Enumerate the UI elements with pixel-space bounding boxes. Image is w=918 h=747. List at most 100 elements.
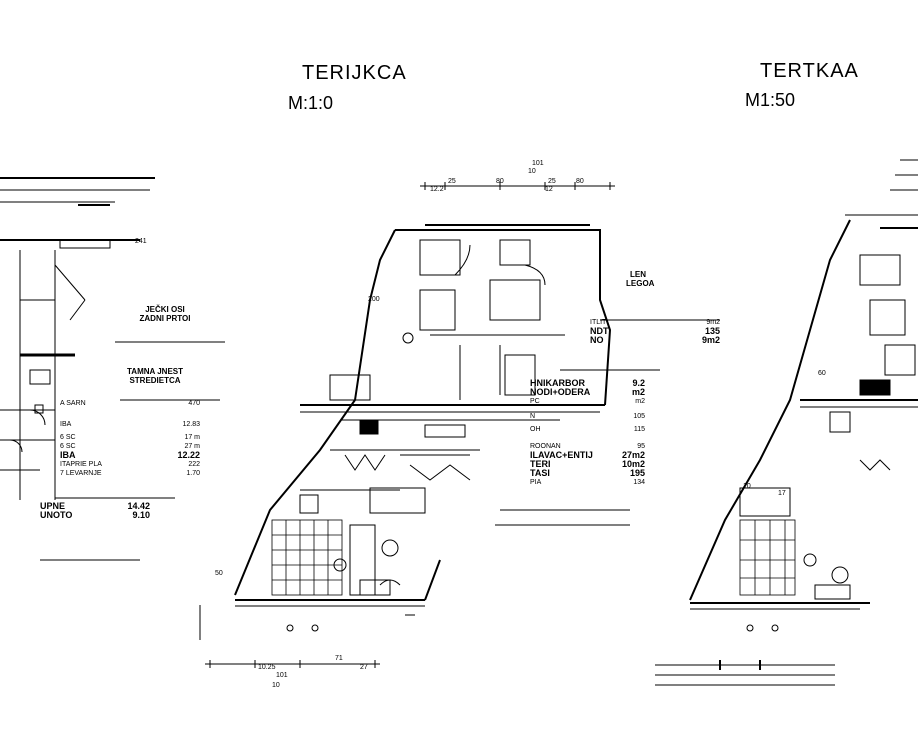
- row-value: 95: [637, 443, 645, 450]
- row-label: NODI+ODERA: [530, 387, 591, 397]
- left-table-subheading: ZADNI PRTOI: [139, 314, 191, 323]
- row-value: 10m2: [621, 459, 645, 469]
- dimension-label: 17: [778, 490, 786, 497]
- row-value: 105: [633, 413, 645, 420]
- row-label: ITAPRIE PLA: [60, 461, 102, 468]
- dimension-label: 12.2: [430, 186, 444, 193]
- row-label: 6 SC: [60, 443, 76, 450]
- row-label: 7 LEVARNJE: [60, 470, 102, 477]
- dimension-label: 10: [743, 483, 751, 490]
- total-row: UPNE 14.42: [40, 502, 150, 511]
- dimension-label: 80: [496, 178, 504, 185]
- dimension-label: 101: [532, 160, 544, 167]
- dimension-label: 60: [818, 370, 826, 377]
- dimension-label: 12: [545, 186, 553, 193]
- row-label: TASI: [530, 468, 550, 478]
- table-row: ILAVAC+ENTIJ 27m2: [530, 451, 645, 460]
- table-row: PC m2: [530, 397, 645, 406]
- total-row: UNOTO 9.10: [40, 511, 150, 520]
- table-row: PIA 134: [530, 478, 645, 487]
- right-floor-plan: [655, 159, 918, 686]
- table-row: 6 SC 27 m: [60, 442, 200, 451]
- dimension-label: 50: [215, 570, 223, 577]
- row-value: 9m2: [701, 335, 720, 345]
- right-table-subheading: LEGOA: [626, 279, 655, 288]
- dimension-label: 101: [276, 672, 288, 679]
- row-label: N: [530, 413, 536, 420]
- row-value: 222: [188, 461, 200, 468]
- table-row: IBA 12.83: [60, 420, 200, 429]
- total-value: 14.42: [127, 501, 150, 511]
- total-label: UPNE: [40, 501, 66, 511]
- left-table-heading-2: TAMNA JNEST: [127, 367, 183, 376]
- right-scale: M1:50: [745, 90, 796, 110]
- dimension-label: 200: [368, 296, 380, 303]
- left-table-rules: [40, 341, 225, 561]
- row-value: 12.83: [182, 421, 200, 428]
- dimension-label: 10: [272, 682, 280, 689]
- left-table-totals: UPNE 14.42 UNOTO 9.10: [40, 502, 150, 520]
- right-table-rules: [495, 319, 720, 526]
- right-title: TERTKAA: [760, 60, 859, 82]
- dimension-label: 71: [335, 655, 343, 662]
- row-value: 195: [629, 468, 645, 478]
- row-label: IBA: [60, 450, 76, 460]
- table-row: IBA 12.22: [60, 451, 200, 460]
- table-row: ITAPRIE PLA 222: [60, 460, 200, 469]
- row-label: PIA: [530, 479, 542, 486]
- table-row: TERI 10m2: [530, 460, 645, 469]
- row-value: 27 m: [184, 443, 200, 450]
- dimension-label: 25: [548, 178, 556, 185]
- dimension-label: 10.25: [258, 664, 276, 671]
- table-row: TASI 195: [530, 469, 645, 478]
- total-value: 9.10: [132, 510, 150, 520]
- row-value: 134: [633, 479, 645, 486]
- table-row: A SARN 470: [60, 399, 200, 408]
- row-label: TERI: [530, 459, 551, 469]
- row-label: NDT: [590, 326, 609, 336]
- row-value: 115: [633, 426, 645, 433]
- left-area-table: JEČKI OSI ZADNI PRTOI TAMNA JNEST STREDI…: [40, 305, 230, 520]
- left-table-subheading-2: STREDIETCA: [129, 376, 181, 385]
- row-value: 9m2: [706, 319, 720, 326]
- middle-floor-plan: [199, 182, 615, 668]
- dimension-label: 10: [528, 168, 536, 175]
- table-row: NDT 135: [590, 327, 720, 336]
- row-label: ROONAN: [530, 443, 561, 450]
- table-row: ROONAN 95: [530, 442, 645, 451]
- row-label: A SARN: [60, 400, 86, 407]
- table-row: OH 115: [530, 425, 645, 434]
- row-label: PC: [530, 398, 540, 405]
- table-row: HNIKARBOR 9.2: [530, 379, 645, 388]
- row-value: 17 m: [184, 434, 200, 441]
- row-label: OH: [530, 426, 541, 433]
- left-table-heading: JEČKI OSI: [145, 305, 185, 314]
- dimension-label: 80: [576, 178, 584, 185]
- total-label: UNOTO: [40, 510, 73, 520]
- row-value: 9.2: [632, 378, 645, 388]
- middle-scale: M:1:0: [288, 93, 334, 113]
- row-label: IBA: [60, 421, 72, 428]
- left-floor-plan: [0, 177, 155, 500]
- dimension-label: 25: [448, 178, 456, 185]
- row-value: m2: [635, 398, 645, 405]
- row-value: 1.70: [186, 470, 200, 477]
- row-value: 12.22: [177, 450, 200, 460]
- row-label: ILAVAC+ENTIJ: [530, 450, 593, 460]
- row-value: 470: [188, 400, 200, 407]
- dimension-label: 241: [135, 238, 147, 245]
- row-label: HNIKARBOR: [530, 378, 585, 388]
- table-row: N 105: [530, 412, 645, 421]
- right-table-heading: LEN: [630, 270, 646, 279]
- row-value: 27m2: [621, 450, 645, 460]
- row-value: 135: [704, 326, 720, 336]
